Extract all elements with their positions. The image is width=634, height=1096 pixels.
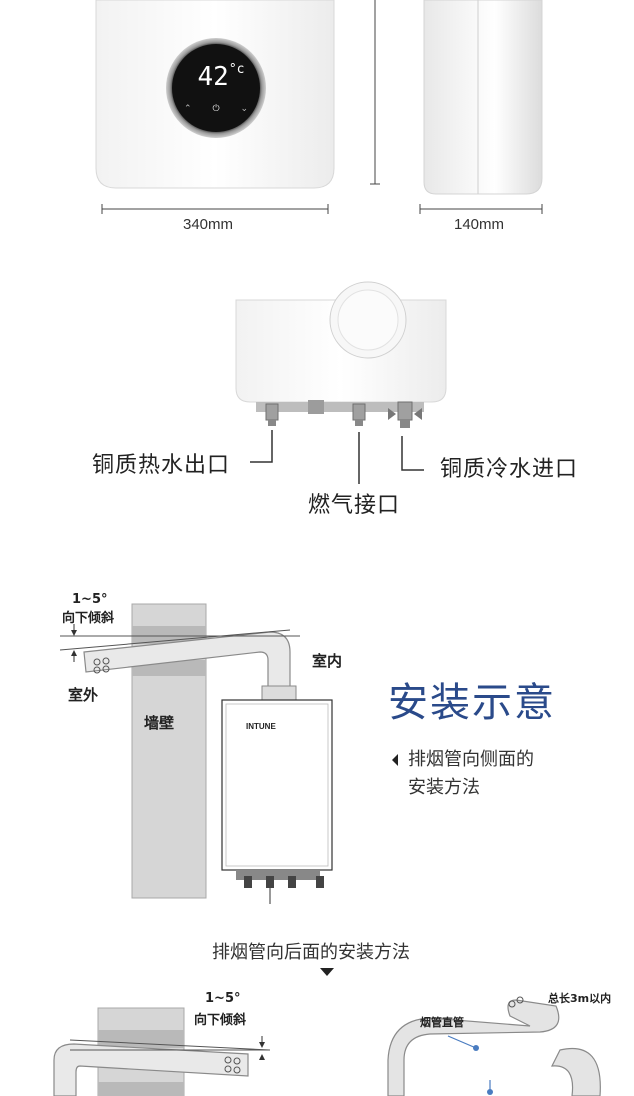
width-dimension-line	[101, 204, 329, 214]
temperature-display: 42°c	[186, 62, 256, 96]
control-icons-row: ⌃ ⏻ ⌄	[184, 104, 248, 118]
heater-front-view	[95, 0, 335, 189]
cold-water-inlet-label: 铜质冷水进口	[440, 457, 579, 482]
indoor-label: 室内	[312, 652, 343, 670]
pipe-straight-label: 烟管直管	[420, 1016, 464, 1029]
hot-water-outlet-label: 铜质热水出口	[92, 453, 231, 478]
depth-dimension-label: 140mm	[454, 216, 505, 233]
power-icon: ⏻	[212, 104, 220, 114]
wall-label: 墙壁	[144, 714, 175, 732]
back-install-heading: 排烟管向后面的安装方法	[212, 942, 410, 963]
back-install-flue-pipe	[53, 1043, 249, 1096]
heater-bottom-view	[235, 281, 447, 414]
cold-water-leader-line	[401, 436, 424, 471]
side-angle-label: 1~5°	[72, 592, 108, 607]
caret-up-icon: ⌃	[184, 104, 192, 114]
outdoor-label: 室外	[68, 686, 99, 704]
brand-logo: INTUNE	[246, 722, 276, 731]
total-length-label: 总长3m以内	[548, 992, 612, 1005]
back-angle-label: 1~5°	[205, 991, 241, 1006]
side-install-flue-pipe	[83, 631, 297, 701]
depth-dimension-line	[419, 204, 543, 214]
side-install-heater	[221, 699, 333, 904]
cold-water-valve	[388, 401, 422, 428]
height-dimension-line	[370, 0, 380, 185]
side-install-description-line2: 安装方法	[408, 777, 480, 798]
temperature-unit: °c	[228, 62, 245, 77]
install-diagram-heading: 安装示意	[388, 680, 556, 726]
gas-inlet-label: 燃气接口	[308, 493, 401, 518]
heater-side-view	[423, 0, 543, 195]
gas-pipe	[352, 403, 366, 426]
side-install-description: 排烟管向侧面的 安装方法	[408, 746, 534, 802]
brand-text: INTUNE	[246, 722, 276, 731]
back-tilt-label: 向下倾斜	[194, 1013, 247, 1028]
hot-water-pipe	[265, 403, 279, 426]
side-install-tilt-lines	[59, 624, 300, 662]
section-down-arrow	[320, 968, 334, 976]
temperature-value: 42	[197, 62, 229, 92]
flexible-flue-duct	[387, 996, 601, 1096]
side-tilt-label: 向下倾斜	[62, 611, 115, 626]
side-install-description-line1: 排烟管向侧面的	[408, 749, 534, 770]
width-dimension-label: 340mm	[183, 216, 234, 233]
back-install-tilt-lines	[69, 1036, 271, 1060]
hot-water-leader-line	[250, 430, 273, 463]
description-bullet-arrow	[392, 754, 398, 766]
caret-down-icon: ⌄	[240, 104, 248, 114]
